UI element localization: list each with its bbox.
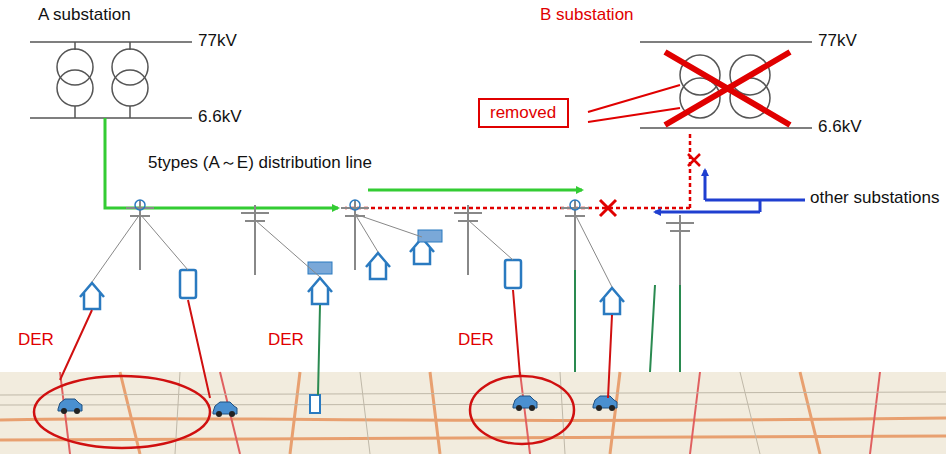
- label-text: DER: [458, 330, 494, 350]
- label-text: 6.6kV: [198, 107, 241, 127]
- callout-box: removed: [478, 98, 569, 128]
- label-text: B substation: [540, 5, 634, 25]
- label-text: other substations: [810, 188, 939, 208]
- callout-text: removed: [490, 103, 556, 122]
- label-text: DER: [268, 330, 304, 350]
- label-text: 6.6kV: [818, 117, 861, 137]
- label-text: 77kV: [818, 31, 857, 51]
- label-text: 77kV: [198, 31, 237, 51]
- label-text: DER: [18, 330, 54, 350]
- label-text: 5types (A～E) distribution line: [148, 153, 372, 173]
- label-text: A substation: [38, 5, 131, 25]
